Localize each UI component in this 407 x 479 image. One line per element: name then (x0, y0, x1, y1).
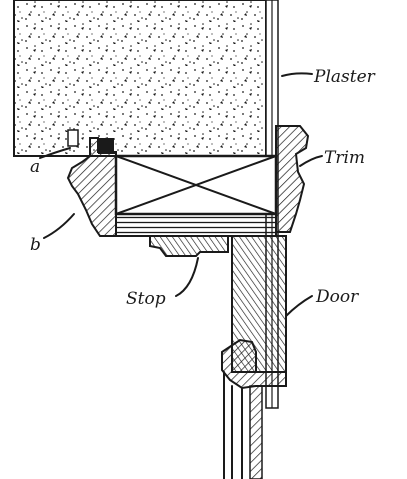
leader-door (285, 295, 313, 317)
door-panel-moulding (221, 338, 287, 390)
label-a: a (30, 157, 40, 177)
jamb-top-strip (98, 138, 114, 154)
wall-block (13, 0, 267, 157)
leader-b (43, 213, 75, 239)
grounds-block-a (67, 129, 79, 147)
leader-a (39, 147, 71, 159)
label-b: b (30, 235, 41, 255)
label-stop: Stop (126, 289, 166, 309)
label-trim: Trim (324, 148, 365, 168)
leader-plaster (281, 72, 313, 77)
leader-stop (175, 257, 199, 297)
label-door: Door (315, 287, 359, 307)
label-plaster: Plaster (313, 67, 376, 87)
panel-glass-strip (249, 385, 263, 479)
leader-trim (299, 155, 323, 167)
stop-moulding (149, 235, 229, 257)
right-trim-moulding (275, 125, 310, 233)
jamb-board (115, 213, 277, 237)
